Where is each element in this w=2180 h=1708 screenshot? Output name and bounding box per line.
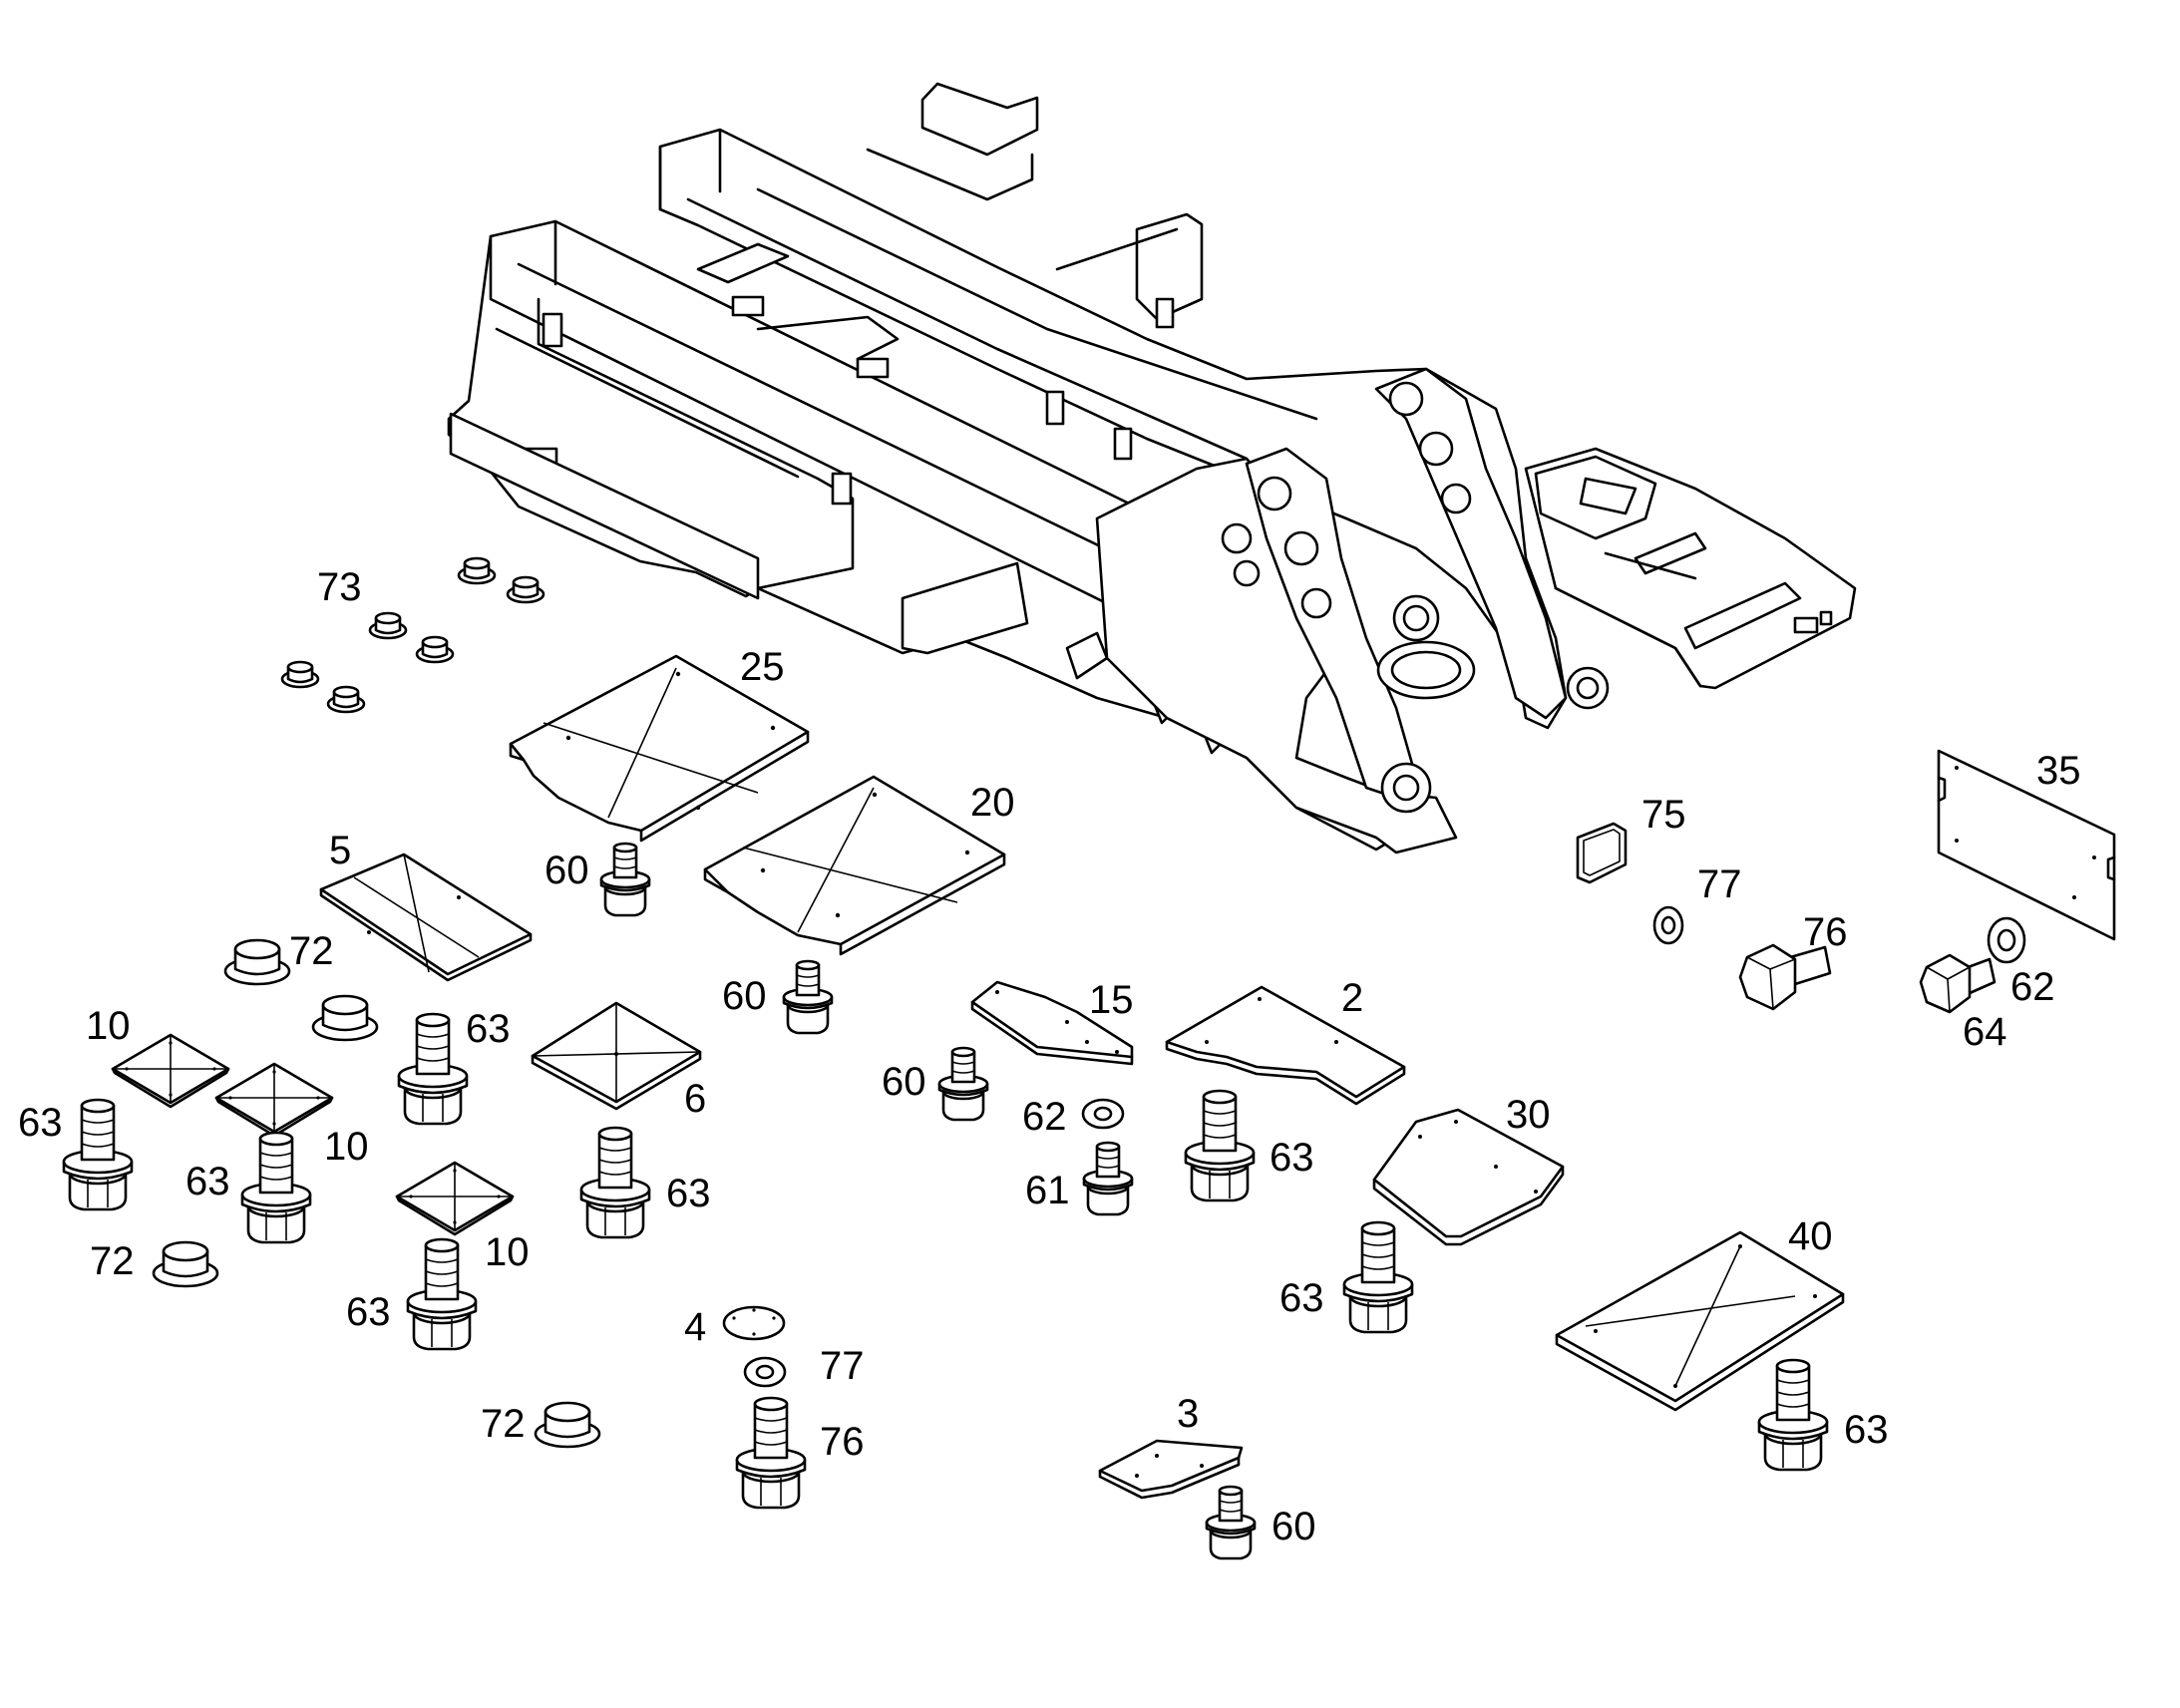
callout-63: 63	[1270, 1136, 1314, 1180]
callout-30: 30	[1506, 1093, 1551, 1137]
plate-6	[531, 1001, 702, 1111]
cap-72-b	[311, 994, 379, 1042]
callout-76: 76	[1803, 910, 1848, 954]
callout-63: 63	[18, 1101, 63, 1145]
callout-63: 63	[346, 1290, 391, 1334]
callout-75: 75	[1641, 793, 1686, 837]
plate-5	[319, 853, 533, 982]
bolt-60-b	[782, 959, 834, 1035]
bolt-76-b	[1738, 943, 1832, 1011]
bolt-63-h	[1757, 1358, 1829, 1472]
washer-77-b	[1652, 905, 1684, 945]
disc-4	[722, 1305, 786, 1341]
callout-60: 60	[882, 1060, 926, 1104]
plate-25	[509, 654, 810, 843]
plate-40	[1555, 1230, 1845, 1412]
callout-60: 60	[722, 974, 767, 1018]
callout-77: 77	[820, 1344, 865, 1388]
cover-10-b	[214, 1062, 334, 1138]
bolt-60-a	[599, 842, 651, 917]
callout-72: 72	[289, 929, 334, 973]
bolt-60-d	[1205, 1485, 1257, 1560]
callout-15: 15	[1089, 978, 1134, 1022]
frame-right-beam	[658, 128, 1568, 730]
callout-63: 63	[466, 1007, 511, 1051]
callout-10: 10	[485, 1230, 530, 1274]
callout-76: 76	[820, 1420, 865, 1464]
plate-15	[970, 980, 1134, 1066]
callout-40: 40	[1788, 1214, 1833, 1258]
bolt-61	[1082, 1141, 1134, 1216]
bolt-63-g	[1342, 1220, 1414, 1334]
cap-72-a	[223, 938, 291, 986]
callout-63: 63	[1844, 1408, 1889, 1452]
cap-72-c	[152, 1240, 219, 1288]
cover-10-c	[395, 1161, 515, 1236]
callout-10: 10	[86, 1004, 131, 1048]
callout-64: 64	[1963, 1010, 2007, 1054]
callout-63: 63	[666, 1172, 711, 1215]
callout-4: 4	[684, 1305, 706, 1349]
plate-3	[1098, 1439, 1244, 1500]
plate-30	[1372, 1108, 1565, 1246]
bolt-76-a	[735, 1396, 807, 1510]
washer-62-a	[1081, 1098, 1125, 1130]
bolt-63-b	[62, 1098, 134, 1211]
bolt-63-d	[579, 1126, 651, 1239]
plate-35	[1937, 749, 2116, 941]
callout-2: 2	[1341, 976, 1363, 1020]
bolt-63-c	[240, 1131, 312, 1244]
callout-61: 61	[1025, 1169, 1070, 1212]
gasket-75	[1576, 822, 1628, 884]
callout-60: 60	[1272, 1505, 1316, 1548]
callout-73: 73	[317, 565, 362, 609]
bolt-60-c	[937, 1046, 989, 1122]
callout-62: 62	[2010, 965, 2055, 1009]
callout-25: 25	[740, 645, 785, 689]
bolt-64	[1919, 953, 1997, 1014]
callout-63: 63	[185, 1160, 230, 1203]
callout-5: 5	[329, 829, 351, 872]
bolt-63-a	[397, 1012, 469, 1126]
callout-3: 3	[1177, 1392, 1199, 1436]
callout-72: 72	[90, 1239, 135, 1283]
callout-62: 62	[1022, 1095, 1067, 1139]
cap-72-d	[534, 1401, 601, 1449]
callout-60: 60	[545, 849, 589, 892]
bolt-63-f	[1184, 1089, 1256, 1202]
callout-20: 20	[970, 781, 1015, 825]
callout-10: 10	[324, 1125, 369, 1169]
plate-2	[1165, 985, 1406, 1106]
washer-62-b	[1987, 916, 2026, 964]
plate-20	[703, 775, 1006, 956]
main-frame	[447, 82, 1857, 854]
callout-77: 77	[1697, 862, 1742, 906]
callout-72: 72	[481, 1402, 526, 1446]
bolt-63-e	[406, 1237, 478, 1351]
callout-63: 63	[1279, 1276, 1324, 1320]
callout-labels: 73 25 20 5 60 72 60 10 63 63 6 10 63 63 …	[18, 565, 2081, 1548]
washer-77-a	[743, 1356, 787, 1388]
callout-35: 35	[2036, 749, 2081, 793]
callout-6: 6	[684, 1077, 706, 1121]
